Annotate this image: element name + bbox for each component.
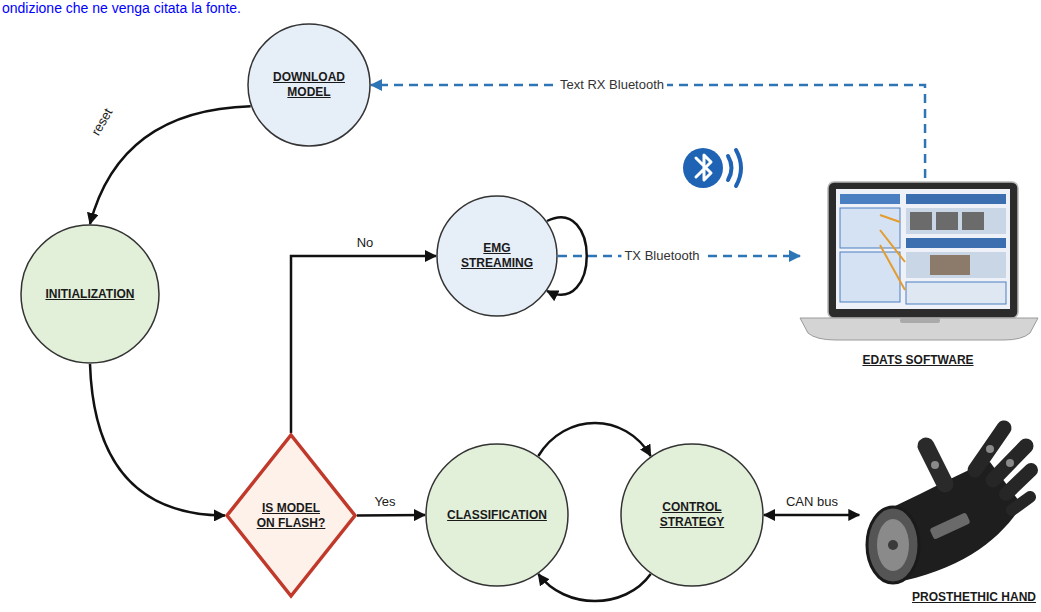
prosthesis-node: PROSTHETHIC HAND [850,415,1036,605]
state-circle: CLASSIFICATION [425,443,569,587]
flow-arrow [291,256,436,433]
node-caption: PROSTHETHIC HAND [850,590,1036,605]
screen-panel [906,252,1006,278]
node-caption: EDATS SOFTWARE [800,353,1036,368]
bluetooth-icon [683,148,741,188]
screen-panel [840,208,900,248]
screen-thumb [962,212,984,230]
edge-label: TX Bluetooth [621,248,702,264]
state-circle: DOWNLOAD MODEL [247,23,371,147]
screen-panel [906,282,1006,304]
node-label: DOWNLOAD MODEL [267,70,351,100]
source-note: ondizione che ne venga citata la fonte. [2,0,241,16]
state-circle: INITIALIZATION [20,224,160,364]
edge-label: No [354,235,377,251]
node-label: EMG STREAMING [453,241,541,271]
laptop-screen [836,189,1010,309]
circle-shape [426,444,568,586]
wrist-pin [888,540,898,550]
hand-logo-plate [929,512,970,540]
screen-thumb [936,212,958,230]
bluetooth-link [371,85,925,178]
circle-shape [248,24,370,146]
edge-label: Yes [371,494,398,510]
bluetooth-badge [683,148,723,188]
decision-diamond: IS MODEL ON FLASH? [225,433,357,598]
state-circle: CONTROL STRATEGY [620,443,764,587]
flow-arrow [764,514,859,517]
circle-shape [621,444,763,586]
laptop-notch [900,318,940,323]
laptop-picture [800,182,1038,340]
laptop-bezel [828,182,1018,318]
wrist-ring [867,507,919,583]
state-circle: EMG STREAMING [436,195,558,317]
screen-arrows [880,215,905,290]
flow-arrow [538,574,650,601]
hand-thumb [926,446,945,484]
screen-panel [840,194,900,204]
node-label: INITIALIZATION [45,287,134,302]
screen-thumb [930,255,970,275]
hand-joint [986,445,994,453]
edge-label: CAN bus [783,494,841,510]
screen-panel [906,208,1006,234]
laptop-base [800,318,1038,340]
node-label: CLASSIFICATION [447,508,547,523]
prosthetic-hand-picture [867,428,1031,583]
hand-finger [1006,470,1031,494]
screen-panel [906,238,1006,248]
flow-arrow [357,514,425,517]
diamond-shape [227,435,355,596]
signal-wave [728,156,732,180]
hand-joint [931,461,939,469]
screen-panel [840,252,900,302]
circle-shape [21,225,159,363]
bluetooth-rune [696,155,711,180]
screen-thumb [910,212,932,230]
node-label: IS MODEL ON FLASH? [255,501,327,531]
flow-arrow [538,423,650,456]
screen-panel [906,194,1006,204]
edge-label: Text RX Bluetooth [557,77,667,93]
edge-label: reset [87,103,118,141]
wrist-core [877,519,909,571]
hand-joint [1006,459,1014,467]
laptop-node: EDATS SOFTWARE [800,178,1036,368]
hand-finger [1012,497,1030,510]
circle-shape [437,196,557,316]
node-label: CONTROL STRATEGY [647,500,737,530]
flow-arrow [90,364,225,516]
signal-wave [736,150,741,186]
flow-arrow [90,106,251,224]
